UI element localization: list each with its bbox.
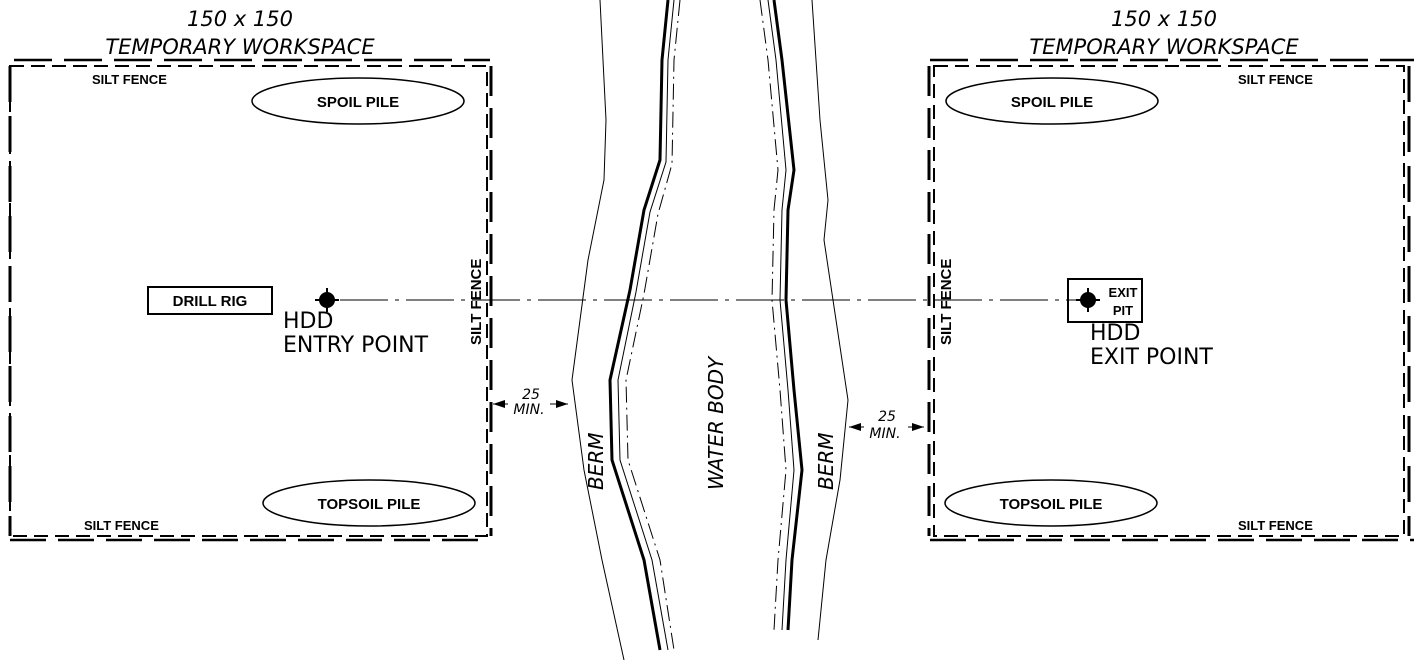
left-topsoil-pile-label: TOPSOIL PILE (318, 496, 421, 513)
right-setback-dimension: 25 MIN. (849, 407, 924, 442)
left-workspace-title: TEMPORARY WORKSPACE (105, 35, 375, 59)
right-bank-inner-line (767, 0, 795, 631)
right-bank-line (772, 0, 804, 631)
right-silt-fence-side: SILT FENCE (938, 259, 955, 345)
left-workspace: 150 x 150 TEMPORARY WORKSPACE SILT FENCE… (8, 7, 493, 542)
left-bank-line (608, 0, 670, 651)
right-dim-text-mask (864, 407, 908, 441)
right-spoil-pile-label: SPOIL PILE (1011, 94, 1093, 111)
left-dim-text-mask (508, 384, 550, 414)
left-setback-value: 25 (522, 387, 540, 403)
right-setback-value: 25 (878, 409, 896, 425)
left-spoil-pile-outline (251, 77, 465, 125)
right-workspace: 150 x 150 TEMPORARY WORKSPACE SILT FENCE… (927, 7, 1414, 542)
left-silt-fence-top: SILT FENCE (92, 72, 167, 87)
left-setback-unit: MIN. (513, 402, 544, 418)
right-topsoil-pile-outline (944, 479, 1158, 527)
exit-pit-box (1067, 278, 1143, 323)
right-workspace-size: 150 x 150 (1111, 7, 1217, 31)
left-berm-label: BERM (584, 432, 608, 490)
right-dim-arrow-start (849, 423, 861, 431)
left-dim-arrow-end (556, 400, 568, 408)
left-dim-arrow-start (493, 400, 505, 408)
right-spoil-pile-outline (945, 77, 1159, 125)
exit-pit-label-1: EXIT (1109, 285, 1138, 300)
left-workspace-boundary (9, 65, 488, 537)
left-silt-fence-side: SILT FENCE (468, 259, 485, 345)
left-workspace-size: 150 x 150 (187, 7, 293, 31)
right-dim-arrow-end (912, 423, 924, 431)
drill-rig-box (147, 286, 273, 315)
left-topsoil-pile-outline (262, 479, 476, 527)
right-topsoil-pile-label: TOPSOIL PILE (1000, 496, 1103, 513)
left-spoil-pile-label: SPOIL PILE (317, 94, 399, 111)
right-workspace-title: TEMPORARY WORKSPACE (1029, 35, 1299, 59)
right-berm-outer-line (811, 0, 849, 641)
left-berm-outer-line (571, 0, 625, 660)
left-bank-inner-line (617, 0, 675, 651)
right-setback-unit: MIN. (869, 426, 900, 442)
entry-point-label-2: ENTRY POINT (283, 333, 429, 358)
right-workspace-boundary (933, 65, 1405, 537)
exit-pit-label-2: PIT (1113, 303, 1133, 318)
left-silt-fence-bottom: SILT FENCE (84, 518, 159, 533)
left-water-edge-line (625, 0, 681, 651)
entry-point-label-1: HDD (283, 309, 333, 334)
exit-point-label-2: EXIT POINT (1090, 345, 1213, 370)
right-silt-fence-bottom: SILT FENCE (1238, 518, 1313, 533)
water-body-crossing: BERM WATER BODY BERM (571, 0, 849, 660)
right-silt-fence-top: SILT FENCE (1238, 72, 1313, 87)
drill-rig-label: DRILL RIG (173, 293, 248, 310)
exit-point-label-1: HDD (1090, 321, 1140, 346)
exit-point-symbol (1076, 288, 1100, 312)
water-body-label: WATER BODY (704, 355, 728, 490)
right-berm-label: BERM (814, 432, 838, 490)
right-water-edge-line (759, 0, 787, 631)
entry-point-symbol (315, 288, 339, 312)
left-setback-dimension: 25 MIN. (493, 384, 568, 418)
